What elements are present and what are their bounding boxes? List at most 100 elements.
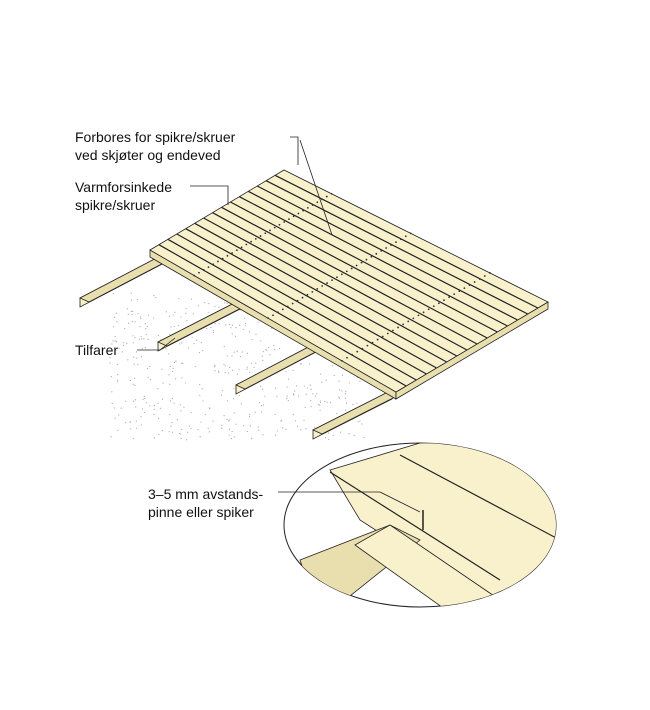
gravel-dot	[148, 314, 150, 316]
gravel-dot	[172, 314, 174, 316]
gravel-dot	[231, 430, 233, 433]
gravel-dot	[168, 315, 171, 317]
nail	[291, 302, 294, 305]
gravel-dot	[112, 326, 115, 328]
gravel-dot	[230, 327, 232, 329]
gravel-dot	[179, 404, 181, 406]
gravel-dot	[248, 415, 251, 418]
gravel-dot	[345, 402, 347, 404]
gravel-dot	[356, 402, 358, 405]
gravel-dot	[240, 403, 242, 405]
gravel-dot	[228, 434, 230, 436]
gravel-dot	[294, 420, 297, 422]
gravel-dot	[199, 394, 201, 397]
gravel-dot	[226, 302, 228, 305]
gravel-dot	[249, 425, 251, 427]
gravel-dot	[260, 340, 262, 342]
label-predrill: Forbores for spikre/skruer ved skjøter o…	[75, 128, 235, 164]
gravel-dot	[183, 406, 185, 408]
gravel-dot	[233, 351, 235, 353]
gravel-dot	[111, 402, 113, 405]
gravel-dot	[114, 335, 116, 338]
gravel-dot	[259, 385, 262, 387]
gravel-dot	[299, 363, 302, 365]
nail	[193, 274, 196, 277]
gravel-dot	[182, 362, 184, 364]
nail	[483, 275, 486, 277]
gravel-dot	[126, 308, 128, 310]
gravel-dot	[303, 385, 305, 387]
gravel-dot	[179, 343, 181, 345]
gravel-dot	[332, 365, 334, 367]
label-galvanized-line2: spikre/skruer	[75, 197, 156, 213]
gravel-dot	[171, 431, 174, 433]
gravel-dot	[306, 387, 308, 389]
gravel-dot	[134, 337, 136, 339]
gravel-dot	[224, 365, 226, 367]
gravel-dot	[214, 322, 216, 325]
nail	[321, 285, 324, 287]
nail	[366, 344, 369, 347]
gravel-dot	[187, 347, 189, 349]
gravel-dot	[338, 389, 341, 391]
plank-gap	[274, 174, 539, 309]
gravel-dot	[246, 368, 248, 370]
gravel-dot	[180, 316, 182, 318]
nail	[386, 332, 389, 335]
gravel-dot	[238, 394, 240, 397]
gravel-dot	[339, 431, 342, 433]
gravel-dot	[228, 323, 230, 326]
gravel-dot	[130, 292, 132, 294]
gravel-dot	[200, 341, 203, 344]
gravel-dot	[262, 351, 264, 353]
gravel-dot	[246, 430, 248, 433]
joist-top	[312, 389, 402, 435]
gravel-dot	[214, 364, 216, 366]
joists	[79, 251, 402, 440]
gravel-dot	[181, 342, 183, 344]
gravel-dot	[345, 409, 347, 411]
gravel-dot	[171, 370, 174, 373]
gravel-dot	[192, 313, 195, 315]
nail	[326, 282, 329, 284]
gravel-dot	[169, 365, 171, 368]
gravel-dot	[118, 347, 120, 349]
gravel-dot	[297, 395, 300, 397]
label-spacer-line1: 3–5 mm avstands-	[148, 486, 264, 502]
nail	[231, 252, 234, 254]
gravel-dot	[310, 388, 312, 390]
gravel-dot	[300, 429, 302, 431]
gravel-dot	[345, 391, 347, 393]
gravel-dot	[145, 328, 147, 330]
gravel-dot	[199, 383, 201, 386]
gravel-dot	[125, 400, 127, 402]
gravel-dot	[145, 402, 147, 404]
gravel-dot	[233, 398, 235, 400]
plank-gap	[167, 238, 417, 381]
gravel-dot	[121, 351, 123, 353]
gravel-dot	[305, 428, 307, 430]
gravel-dot	[210, 326, 212, 329]
nail	[365, 258, 368, 261]
gravel-dot	[130, 299, 133, 301]
gravel-dot	[274, 348, 276, 351]
gravel-dot	[363, 436, 365, 439]
gravel-dot	[353, 434, 355, 437]
nail	[340, 359, 343, 362]
gravel-dot	[286, 386, 288, 388]
gravel-dot	[185, 307, 187, 310]
detail-plank-gap	[329, 471, 501, 581]
gravel-dot	[168, 374, 170, 376]
gravel-dot	[328, 438, 330, 440]
gravel-dot	[224, 371, 226, 374]
gravel-dot	[287, 399, 289, 402]
gravel-dot	[224, 302, 226, 304]
gravel-dot	[231, 369, 234, 371]
nail	[404, 235, 407, 238]
gravel-dot	[173, 402, 175, 404]
gravel-dot	[251, 338, 253, 341]
gravel-dot	[325, 379, 327, 381]
gravel-dot	[174, 378, 177, 380]
gravel-dot	[149, 365, 151, 368]
gravel-dot	[141, 408, 144, 410]
